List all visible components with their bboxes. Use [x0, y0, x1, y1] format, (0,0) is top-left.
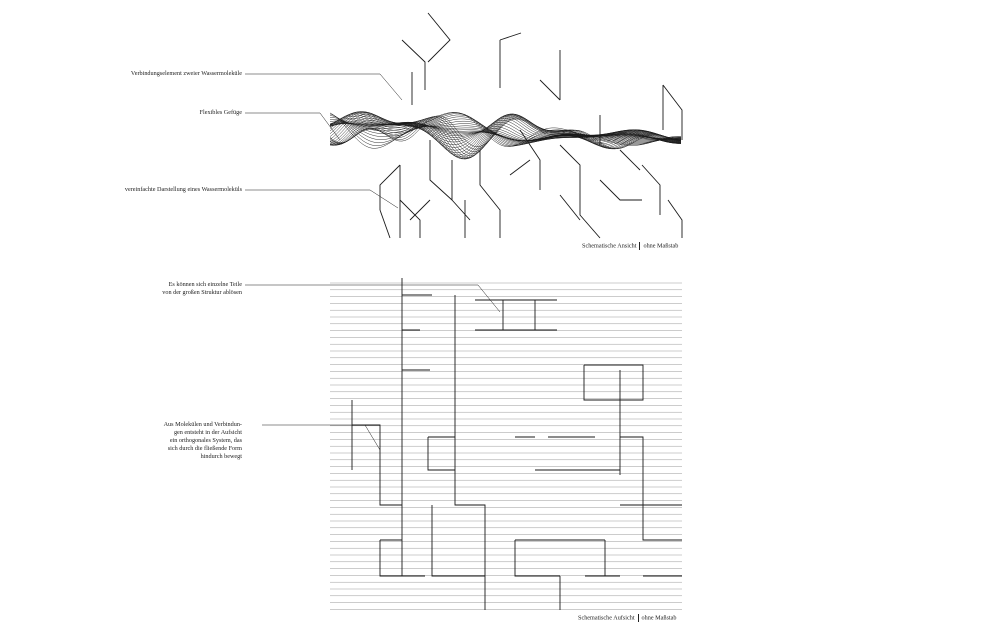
label-orthogonal-line-4: sich durch die fließende Form — [167, 445, 242, 452]
molecule-segment — [539, 79, 561, 101]
wave-strand — [329, 120, 681, 144]
flexible-wave-bundle — [329, 111, 682, 160]
label-orthogonal-line-1: Aus Molekülen und Verbindun- — [163, 421, 242, 428]
molecule-segment — [479, 150, 501, 238]
label-orthogonal-line-2: gen entsteht in der Aufsicht — [173, 429, 242, 436]
molecule-structure-side — [379, 12, 683, 239]
leader-detach — [245, 284, 501, 313]
label-connector: Verbindungselement zweier Wassermoleküle — [130, 70, 242, 77]
molecule-segment — [379, 164, 401, 210]
molecule-segment — [662, 84, 683, 140]
orthogonal-segment — [620, 436, 682, 541]
molecule-segment — [559, 144, 601, 239]
orthogonal-segment — [427, 437, 455, 471]
molecule-segment — [399, 199, 421, 238]
side-view-leader-lines — [245, 73, 403, 209]
label-orthogonal-line-5: hindurch bewegt — [200, 453, 242, 460]
wave-strand — [329, 113, 682, 159]
wave-strand — [329, 115, 682, 155]
molecule-segment — [409, 199, 431, 221]
molecule-segment — [519, 129, 541, 190]
molecule-segment — [599, 179, 642, 201]
label-flexible: Flexibles Gefüge — [199, 109, 242, 116]
molecule-segment — [401, 39, 426, 90]
molecule-segment — [559, 194, 581, 221]
orthogonal-segment — [583, 364, 644, 401]
wave-strand — [329, 123, 682, 142]
molecule-segment — [379, 209, 391, 239]
wave-strand — [329, 112, 682, 145]
wave-strand — [329, 116, 682, 152]
leader-flexible — [245, 112, 341, 141]
top-view-horizontal-lines — [330, 282, 682, 610]
orthogonal-segment — [514, 540, 560, 577]
label-detach: Es können sich einzelne Teile von der gr… — [162, 281, 242, 297]
wave-strand — [329, 113, 681, 147]
molecule-segment — [429, 140, 453, 201]
leader-molecule — [245, 189, 399, 209]
orthogonal-segment — [379, 540, 425, 577]
leader-orthogonal — [262, 424, 381, 451]
wave-strand — [329, 122, 681, 143]
molecule-segment — [499, 32, 522, 41]
wave-strand — [329, 111, 682, 148]
top-view-leader-lines — [245, 284, 501, 451]
side-view-caption: Schematische Ansicht ohne Maßstab — [582, 242, 678, 250]
molecule-segment — [509, 159, 531, 176]
wave-strand — [329, 114, 682, 146]
molecule-segment — [427, 12, 451, 63]
orthogonal-segment — [352, 424, 402, 506]
molecule-segment — [619, 149, 641, 171]
label-detach-line-1: Es können sich einzelne Teile — [168, 281, 242, 288]
wave-strand — [329, 113, 682, 143]
orthogonal-segment — [454, 295, 486, 610]
label-detach-line-2: von der großen Struktur ablösen — [162, 289, 242, 296]
wave-strand — [329, 116, 682, 145]
label-orthogonal: Aus Molekülen und Verbindun- gen entsteh… — [164, 421, 242, 461]
orthogonal-structure-top — [351, 278, 682, 610]
caption-divider — [639, 242, 641, 250]
top-caption-scale: ohne Maßstab — [641, 614, 677, 622]
side-caption-title: Schematische Ansicht — [582, 242, 637, 250]
molecule-segment — [641, 164, 661, 215]
label-orthogonal-line-3: ein orthogonales System, das — [169, 437, 242, 444]
orthogonal-segment — [431, 505, 485, 577]
molecule-segment — [667, 199, 683, 238]
wave-strand — [329, 112, 681, 147]
label-molecule: vereinfachte Darstellung eines Wassermol… — [124, 186, 242, 193]
top-caption-title: Schematische Aufsicht — [578, 614, 635, 622]
molecule-segment — [451, 160, 471, 221]
side-caption-scale: ohne Maßstab — [643, 242, 679, 250]
wave-strand — [329, 112, 682, 149]
caption-divider — [637, 614, 639, 622]
leader-connector — [245, 73, 403, 101]
wave-strand — [329, 114, 682, 158]
top-view-caption: Schematische Aufsicht ohne Maßstab — [578, 614, 676, 622]
wave-strand — [329, 118, 682, 145]
